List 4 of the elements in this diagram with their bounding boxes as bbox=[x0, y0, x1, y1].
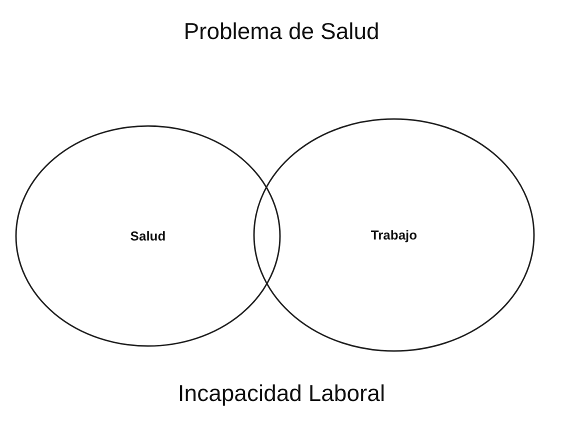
diagram-title: Problema de Salud bbox=[184, 18, 380, 45]
circle-label: Trabajo bbox=[370, 228, 418, 242]
caption-text: Incapacidad Laboral bbox=[178, 380, 386, 407]
circle-label: Salud bbox=[130, 228, 166, 244]
